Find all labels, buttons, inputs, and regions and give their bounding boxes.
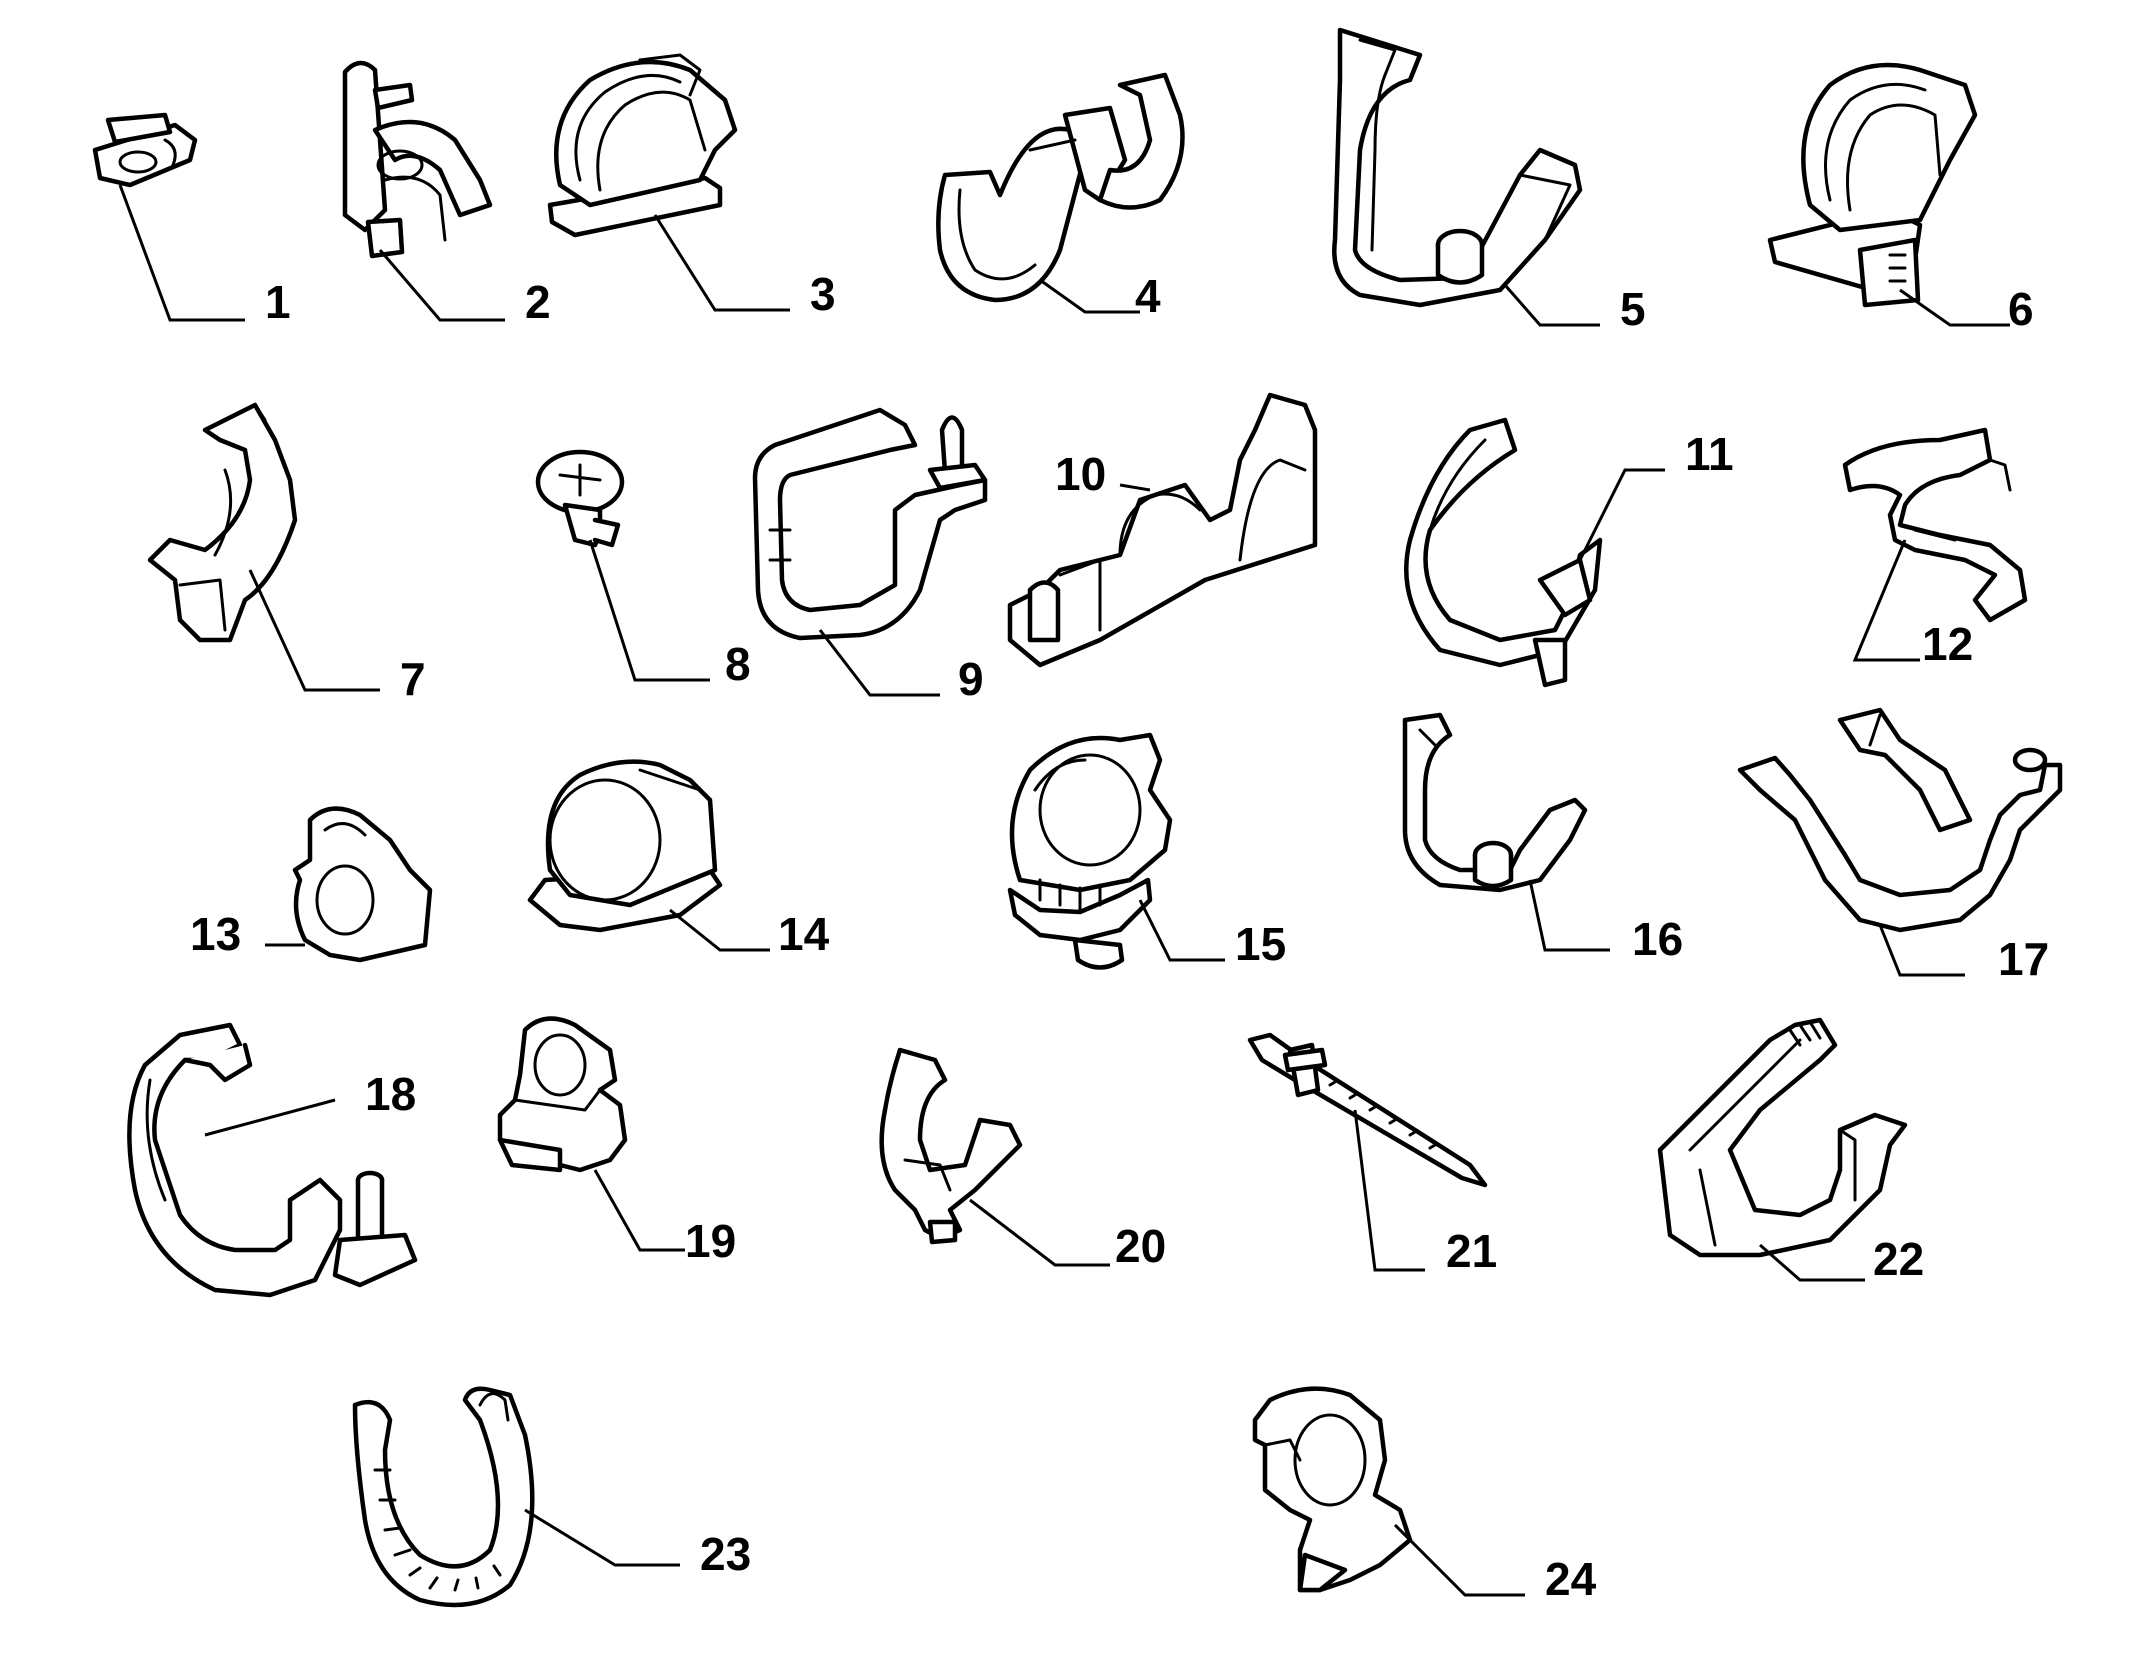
part-21-leader [1353, 1109, 1425, 1272]
part-4-clip [936, 72, 1185, 303]
part-22-callout: 22 [1873, 1233, 1924, 1285]
part-17-leader [1878, 924, 1965, 977]
part-12-clip [1842, 427, 2028, 623]
part-1-clip [92, 112, 198, 188]
part-4-leader [1039, 278, 1140, 314]
part-12-callout: 12 [1922, 618, 1973, 670]
part-11-leader [1578, 468, 1665, 561]
part-24-leader [1393, 1523, 1525, 1597]
part-21-tie [1247, 1032, 1488, 1188]
part-12-leader [1852, 539, 1920, 662]
part-16-clip [1402, 712, 1588, 893]
part-10-cradle [1007, 392, 1318, 668]
part-18-leader [204, 1098, 336, 1137]
part-3-leader [653, 214, 790, 312]
part-20-leader [969, 1198, 1110, 1267]
part-18-clip [127, 1022, 418, 1298]
part-11-clip [1404, 417, 1603, 688]
part-23-callout: 23 [700, 1528, 751, 1580]
part-13-callout: 13 [190, 908, 241, 960]
part-2-clip [342, 60, 493, 259]
part-6-callout: 6 [2008, 283, 2034, 335]
part-15-callout: 15 [1235, 918, 1286, 970]
part-19-callout: 19 [685, 1215, 736, 1267]
part-20-callout: 20 [1115, 1220, 1166, 1272]
part-6-clip [1767, 62, 1978, 308]
part-23-strap [352, 1386, 535, 1608]
part-8-leader [588, 539, 710, 682]
part-13-clip [292, 806, 433, 963]
part-16-callout: 16 [1632, 913, 1683, 965]
part-24-callout: 24 [1545, 1553, 1597, 1605]
part-14-leader [669, 908, 770, 952]
part-5-clip [1332, 27, 1583, 308]
part-22-clip [1657, 1017, 1908, 1258]
part-20-clip [879, 1047, 1023, 1245]
part-6-leader [1899, 288, 2010, 327]
part-3-clip [547, 53, 738, 238]
part-18-callout: 18 [365, 1068, 416, 1120]
part-15-grommet [1007, 732, 1173, 970]
part-14-callout: 14 [778, 908, 830, 960]
part-1-callout: 1 [265, 276, 291, 328]
part-23-leader [524, 1508, 680, 1567]
part-15-leader [1138, 899, 1225, 962]
part-19-leader [593, 1169, 685, 1252]
part-5-callout: 5 [1620, 283, 1646, 335]
part-8-callout: 8 [725, 638, 751, 690]
part-10-callout: 10 [1055, 448, 1106, 500]
part-7-callout: 7 [400, 653, 426, 705]
part-17-callout: 17 [1998, 933, 2049, 985]
part-17-clip [1737, 707, 2063, 933]
part-1-leader [118, 184, 245, 322]
part-11-callout: 11 [1685, 428, 1734, 480]
part-2-leader [378, 249, 505, 322]
part-9-clip [752, 407, 988, 641]
part-10-leader [1119, 483, 1151, 492]
part-7-leader [248, 569, 380, 692]
part-24-clip [1252, 1386, 1413, 1593]
part-14-roll [527, 759, 723, 933]
part-16-leader [1528, 879, 1610, 952]
part-4-callout: 4 [1135, 270, 1161, 322]
part-19-clip [497, 1016, 628, 1173]
part-5-leader [1503, 284, 1600, 327]
part-3-callout: 3 [810, 268, 836, 320]
part-7-clip [147, 402, 298, 643]
part-8-pin [535, 449, 625, 548]
part-2-callout: 2 [525, 276, 551, 328]
part-9-callout: 9 [958, 653, 984, 705]
part-22-leader [1759, 1243, 1865, 1282]
part-21-callout: 21 [1446, 1225, 1497, 1277]
part-9-leader [818, 629, 940, 697]
